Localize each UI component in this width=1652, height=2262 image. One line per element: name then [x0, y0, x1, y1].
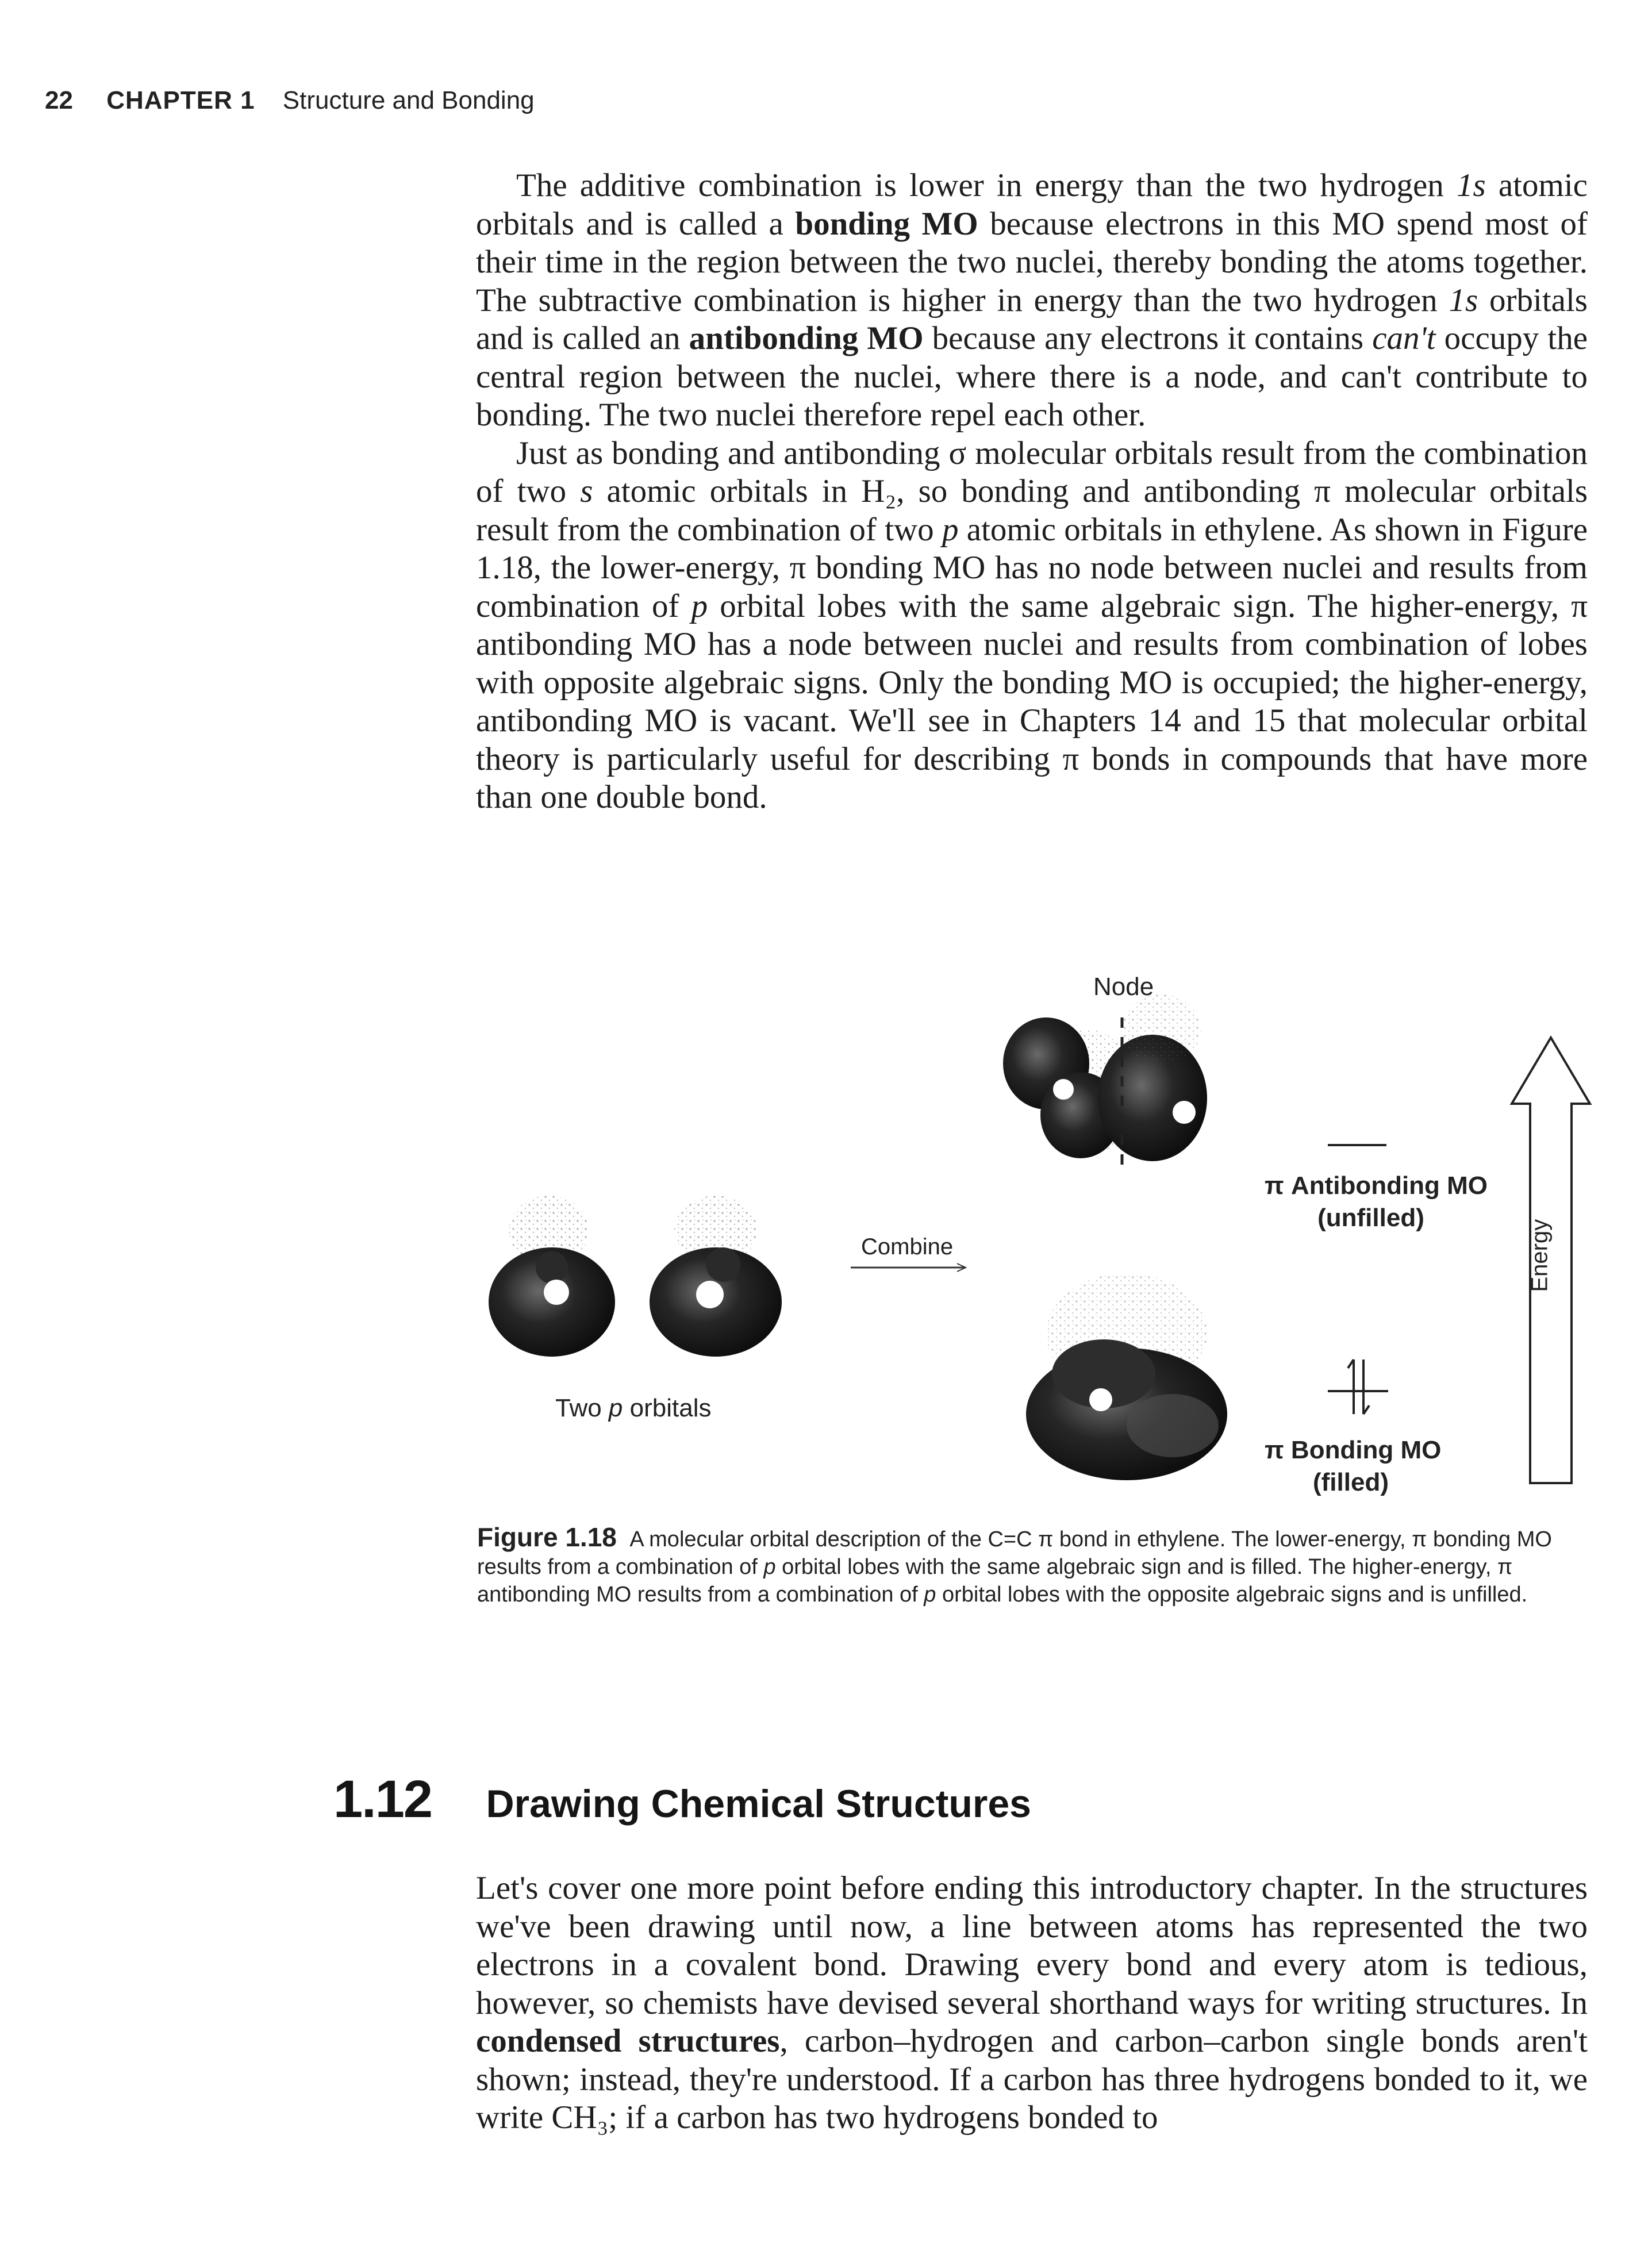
- orbital-diagram: [489, 994, 1592, 1484]
- node-label: Node: [1093, 973, 1154, 1001]
- key-term: condensed structures: [476, 2023, 780, 2059]
- text-run: orbital lobes with the same algebraic si…: [476, 587, 1588, 816]
- text-run: p: [763, 1555, 776, 1579]
- antibonding-mo-label: π Antibonding MO (unfilled): [1265, 1172, 1488, 1232]
- p-orbital-1: [489, 1196, 615, 1357]
- combine-label: Combine: [861, 1234, 954, 1259]
- energy-arrow: [1509, 1035, 1592, 1484]
- text-run: Just as bonding and antibonding σ molecu…: [476, 435, 1588, 510]
- body-text-top: The additive combination is lower in ene…: [476, 167, 1588, 817]
- key-term: antibonding MO: [689, 320, 924, 356]
- paragraph: Just as bonding and antibonding σ molecu…: [476, 435, 1588, 817]
- caption-text: A molecular orbital description of the C…: [477, 1527, 1552, 1607]
- text-run: 1s: [1457, 167, 1486, 203]
- key-term: bonding MO: [795, 205, 978, 242]
- text-run: , carbon–hydrogen and carbon–carbon sing…: [476, 2023, 1588, 2136]
- bonding-mo-orbital: [1026, 1273, 1227, 1480]
- paragraph: The additive combination is lower in ene…: [476, 167, 1588, 435]
- text-run: atomic orbitals in H₂, so bonding and an…: [476, 473, 1588, 548]
- p-orbital-2: [650, 1196, 782, 1357]
- text-run: 1s: [1449, 282, 1478, 318]
- page-number: 22: [45, 86, 73, 114]
- body-text-bottom: Let's cover one more point before ending…: [476, 1869, 1588, 2137]
- text-run: because any electrons it contains: [923, 320, 1373, 356]
- text-run: Let's cover one more point before ending…: [476, 1870, 1588, 2021]
- text-run: occupy the central region between the nu…: [476, 320, 1588, 433]
- text-run: orbital lobes with the opposite algebrai…: [936, 1583, 1528, 1607]
- text-run: orbitals and is called an: [476, 282, 1588, 357]
- running-head: 22 CHAPTER 1 Structure and Bonding: [45, 86, 535, 115]
- text-run: p: [942, 511, 959, 548]
- figure-number: Figure 1.18: [477, 1522, 617, 1552]
- chapter-title: Structure and Bonding: [282, 86, 535, 114]
- energy-label: Energy: [1527, 1219, 1553, 1292]
- text-run: A molecular orbital description of the C…: [477, 1527, 1552, 1579]
- bonding-mo-label: π Bonding MO (filled): [1265, 1436, 1442, 1496]
- figure-1-18: Node Combine Two p orbitals π Antibondin…: [471, 973, 1598, 1512]
- section-title: Drawing Chemical Structures: [486, 1782, 1031, 1826]
- text-run: because electrons in this MO spend most …: [476, 205, 1588, 318]
- section-number: 1.12: [333, 1770, 433, 1829]
- text-run: The additive combination is lower in ene…: [516, 167, 1457, 203]
- text-run: p: [924, 1583, 936, 1607]
- chapter-label: CHAPTER 1: [106, 86, 255, 114]
- two-p-orbitals-label: Two p orbitals: [555, 1394, 712, 1422]
- text-run: atomic orbitals and is called a: [476, 167, 1588, 242]
- figure-caption: Figure 1.18 A molecular orbital descript…: [477, 1523, 1586, 1608]
- electron-pair-icon: [1347, 1358, 1370, 1415]
- text-run: s: [580, 473, 593, 509]
- text-run: can't: [1372, 320, 1436, 356]
- text-run: atomic orbitals in ethylene. As shown in…: [476, 511, 1588, 624]
- text-run: orbital lobes with the same algebraic si…: [477, 1555, 1513, 1607]
- text-run: p: [691, 587, 708, 624]
- antibonding-mo-orbital: [1003, 994, 1207, 1161]
- section-heading: 1.12 Drawing Chemical Structures: [333, 1769, 1031, 1830]
- paragraph: Let's cover one more point before ending…: [476, 1869, 1588, 2137]
